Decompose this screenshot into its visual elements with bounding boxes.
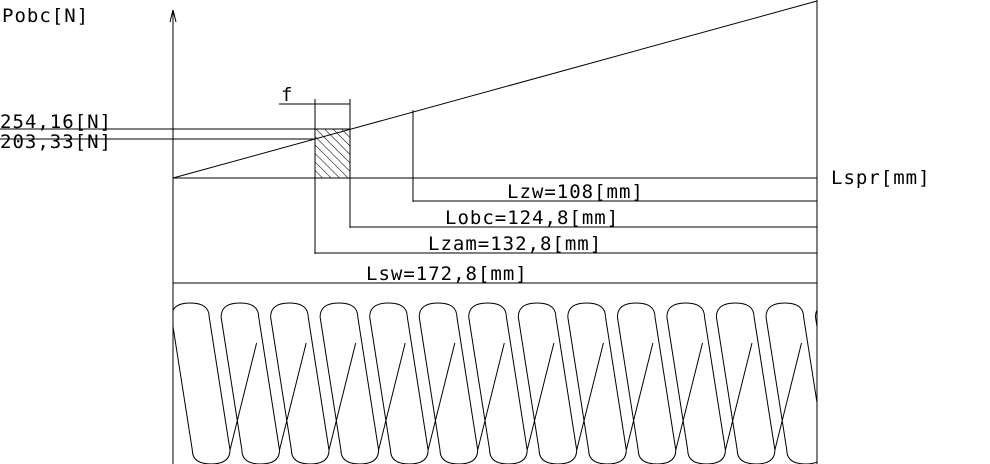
deflection-label: f [281, 84, 293, 106]
lzw-label: Lzw=108[mm] [507, 181, 644, 203]
y-axis-arrow-left [169, 9, 174, 23]
spring-coils [173, 302, 817, 464]
y-axis-arrow-right [172, 9, 177, 23]
lobc-label: Lobc=124,8[mm] [445, 207, 619, 229]
coil-spring [173, 302, 817, 464]
lsw-label: Lsw=172,8[mm] [366, 263, 528, 285]
force-upper-label: 254,16[N] [0, 111, 112, 133]
force-lower-label: 203,33[N] [0, 131, 112, 153]
hatched-deflection-area [314, 128, 351, 179]
force-characteristic-line [172, 0, 818, 179]
lzam-label: Lzam=132,8[mm] [428, 233, 602, 255]
x-axis-label: Lspr[mm] [831, 167, 931, 189]
y-axis-label: Pobc[N] [2, 5, 89, 27]
